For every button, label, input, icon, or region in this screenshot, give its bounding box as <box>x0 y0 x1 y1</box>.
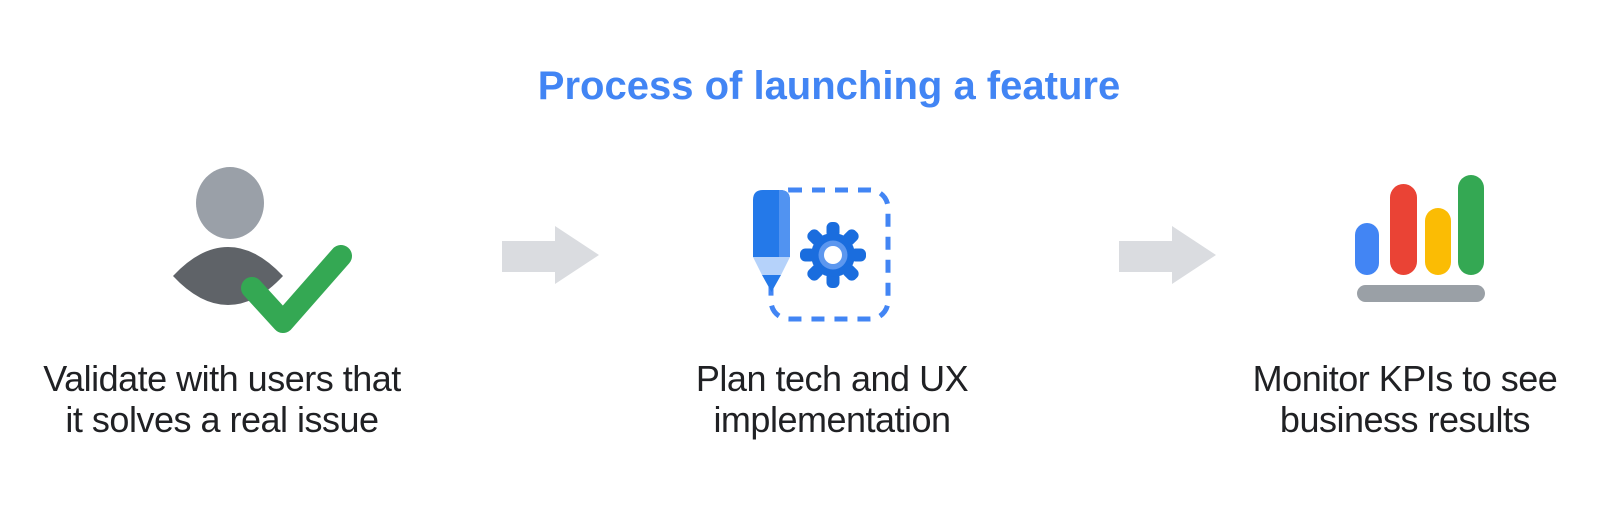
chart-base <box>1357 285 1485 302</box>
gear-icon <box>800 222 866 288</box>
step-label-validate: Validate with users that it solves a rea… <box>43 358 401 440</box>
arrow-right-icon <box>502 226 599 284</box>
step-label-line: Plan tech and UX <box>695 358 969 399</box>
checkmark-icon <box>241 245 352 333</box>
arrow-shape <box>1119 226 1216 284</box>
gear-hole <box>824 246 842 264</box>
step-label-line: Monitor KPIs to see <box>1252 358 1558 399</box>
user-head <box>196 167 264 239</box>
bar-chart-icon <box>1355 175 1485 302</box>
pencil-highlight <box>779 190 790 257</box>
pencil-gear-icon <box>753 187 891 322</box>
step-label-monitor: Monitor KPIs to see business results <box>1253 358 1558 440</box>
pencil-point <box>762 275 781 292</box>
step-label-line: Validate with users that <box>43 358 401 399</box>
step-label-line: it solves a real issue <box>65 399 379 440</box>
step-label-plan: Plan tech and UX implementation <box>695 358 969 440</box>
pencil-tip <box>753 257 790 275</box>
chart-bar-yellow <box>1425 208 1451 275</box>
step-label-line: implementation <box>713 399 951 440</box>
chart-bar-blue <box>1355 223 1379 275</box>
arrow-right-icon <box>1119 226 1216 284</box>
step-label-line: business results <box>1279 399 1531 440</box>
pencil-icon <box>753 190 790 292</box>
user-check-icon <box>173 167 352 333</box>
arrow-shape <box>502 226 599 284</box>
diagram-title: Process of launching a feature <box>537 64 1121 108</box>
chart-bar-red <box>1390 184 1417 275</box>
chart-bar-green <box>1458 175 1484 275</box>
